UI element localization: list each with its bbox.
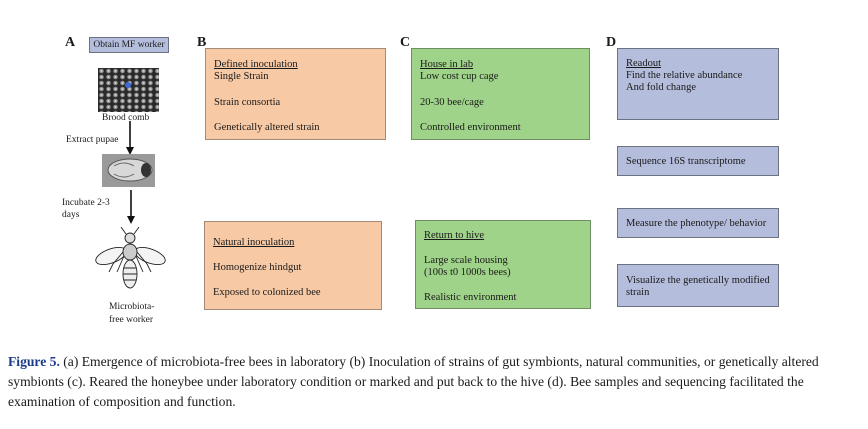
bee-per-cage-text: 20-30 bee/cage [420, 97, 484, 108]
strain-consortia-text: Strain consortia [214, 97, 281, 108]
visualize-strain-line2: strain [626, 287, 650, 298]
homogenize-hindgut-text: Homogenize hindgut [213, 262, 302, 273]
worker-label-line1: Microbiota- [109, 302, 155, 312]
relative-abundance-text: Find the relative abundance [626, 70, 743, 81]
extract-pupae-label: Extract pupae [66, 135, 119, 145]
measure-phenotype-box: Measure the phenotype/ behavior [617, 208, 779, 238]
sequence-16s-box: Sequence 16S transcriptome [617, 146, 779, 176]
panel-letter-b: B [197, 35, 207, 50]
single-strain-text: Single Strain [214, 71, 269, 82]
incubate-label-line1: Incubate 2-3 [62, 198, 110, 208]
figure-label: Figure 5. [8, 354, 60, 369]
visualize-strain-box: Visualize the genetically modified strai… [617, 264, 779, 307]
obtain-mf-worker-box: Obtain MF worker [89, 37, 169, 53]
house-in-lab-heading: House in lab [420, 59, 474, 70]
return-to-hive-heading: Return to hive [424, 230, 485, 241]
natural-inoculation-box: Natural inoculation Homogenize hindgut E… [204, 221, 382, 310]
arrow-down-icon [127, 190, 135, 224]
arrow-down-icon [126, 121, 134, 155]
pupa-image [102, 154, 155, 187]
house-in-lab-box: House in lab Low cost cup cage 20-30 bee… [411, 48, 590, 140]
figure-caption: Figure 5. (a) Emergence of microbiota-fr… [8, 352, 860, 412]
worker-label-line2: free worker [109, 315, 154, 325]
visualize-strain-line1: Visualize the genetically modified [626, 275, 770, 286]
defined-inoculation-box: Defined inoculation Single Strain Strain… [205, 48, 386, 140]
panel-letter-a: A [65, 35, 76, 50]
brood-comb-image [98, 68, 159, 112]
bee-count-text: (100s t0 1000s bees) [424, 267, 511, 278]
natural-inoculation-heading: Natural inoculation [213, 237, 295, 248]
return-to-hive-box: Return to hive Large scale housing (100s… [415, 220, 591, 309]
altered-strain-text: Genetically altered strain [214, 122, 320, 133]
panel-letter-c: C [400, 35, 411, 50]
cup-cage-text: Low cost cup cage [420, 71, 499, 82]
realistic-environment-text: Realistic environment [424, 292, 517, 303]
caption-text: (a) Emergence of microbiota-free bees in… [8, 354, 819, 409]
controlled-environment-text: Controlled environment [420, 122, 521, 133]
obtain-mf-worker-label: Obtain MF worker [93, 40, 165, 50]
readout-box: Readout Find the relative abundance And … [617, 48, 779, 120]
sequence-16s-text: Sequence 16S transcriptome [626, 156, 746, 167]
large-scale-housing-text: Large scale housing [424, 255, 508, 266]
fold-change-text: And fold change [626, 82, 696, 93]
measure-phenotype-text: Measure the phenotype/ behavior [626, 218, 767, 229]
incubate-label-line2: days [62, 210, 80, 220]
defined-inoculation-heading: Defined inoculation [214, 59, 298, 70]
exposed-bee-text: Exposed to colonized bee [213, 287, 321, 298]
bee-illustration [93, 226, 168, 296]
panel-letter-d: D [606, 35, 617, 50]
readout-heading: Readout [626, 58, 661, 69]
brood-comb-label: Brood comb [102, 113, 150, 123]
